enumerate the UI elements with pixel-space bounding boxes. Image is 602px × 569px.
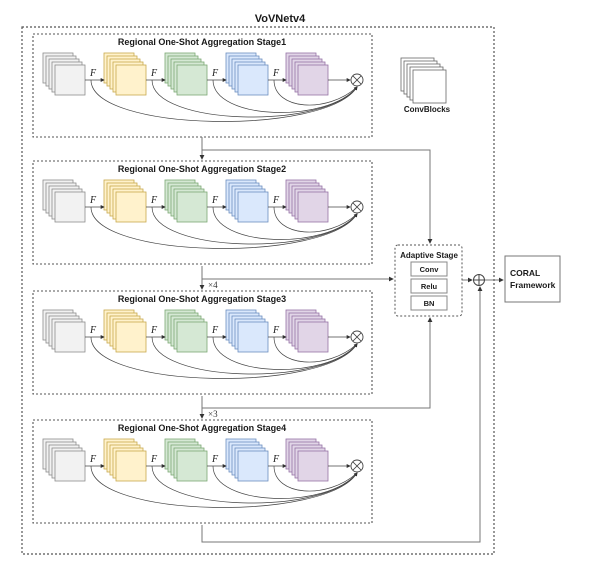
conv-block-5 — [285, 309, 329, 353]
feature-label-f: F — [211, 68, 219, 79]
conv-block-3 — [164, 52, 208, 96]
conv-block-4 — [225, 52, 269, 96]
aggregation-node-icon — [350, 330, 364, 344]
svg-text:Relu: Relu — [421, 282, 438, 291]
feature-label-f: F — [150, 325, 158, 336]
conv-block-4 — [225, 309, 269, 353]
stage-title: Regional One-Shot Aggregation Stage1 — [118, 37, 286, 47]
aggregation-node-icon — [350, 459, 364, 473]
repeat-label-x3: ×3 — [208, 409, 218, 419]
adaptive-stage-box — [394, 244, 463, 317]
convblocks-legend — [400, 57, 447, 104]
conv-block-5 — [285, 52, 329, 96]
conv-block-5 — [285, 438, 329, 482]
conv-block-4 — [225, 438, 269, 482]
feature-label-f: F — [150, 195, 158, 206]
feature-label-f: F — [272, 325, 280, 336]
feature-label-f: F — [89, 68, 97, 79]
feature-label-f: F — [211, 195, 219, 206]
conv-block-2 — [103, 179, 147, 223]
sum-node-icon — [473, 274, 485, 286]
conv-block-1 — [42, 179, 86, 223]
conv-block-4 — [225, 179, 269, 223]
stage-box — [32, 33, 373, 138]
coral-label-line2: Framework — [510, 280, 556, 290]
feature-label-f: F — [272, 68, 280, 79]
stage-title: Regional One-Shot Aggregation Stage3 — [118, 294, 286, 304]
conv-block-1 — [42, 309, 86, 353]
conv-block-5 — [285, 179, 329, 223]
feature-label-f: F — [150, 68, 158, 79]
adaptive-layer-relu: Relu — [410, 278, 448, 294]
vovnet-container — [21, 26, 495, 555]
feature-label-f: F — [89, 195, 97, 206]
stage-box — [32, 160, 373, 265]
coral-label-line1: CORAL — [510, 268, 540, 278]
stage-box — [32, 419, 373, 524]
stage-title: Regional One-Shot Aggregation Stage2 — [118, 164, 286, 174]
feature-label-f: F — [272, 195, 280, 206]
feature-label-f: F — [272, 454, 280, 465]
svg-text:BN: BN — [424, 299, 435, 308]
connectors — [199, 137, 504, 543]
conv-block-3 — [164, 438, 208, 482]
convblock-legend-icon — [400, 57, 447, 104]
convblocks-label: ConvBlocks — [404, 105, 451, 114]
aggregation-node-icon — [350, 73, 364, 87]
vovnet-title: VoVNetv4 — [255, 13, 306, 25]
conv-block-2 — [103, 309, 147, 353]
conv-block-2 — [103, 52, 147, 96]
conv-block-1 — [42, 52, 86, 96]
adaptive-layer-bn: BN — [410, 295, 448, 311]
feature-label-f: F — [150, 454, 158, 465]
conv-block-3 — [164, 179, 208, 223]
feature-label-f: F — [89, 325, 97, 336]
feature-label-f: F — [211, 454, 219, 465]
aggregation-node-icon — [350, 200, 364, 214]
feature-label-f: F — [89, 454, 97, 465]
adaptive-layer-conv: Conv — [410, 261, 448, 277]
conv-block-3 — [164, 309, 208, 353]
conv-block-1 — [42, 438, 86, 482]
stage-box — [32, 290, 373, 395]
conv-block-2 — [103, 438, 147, 482]
coral-framework-box — [504, 255, 561, 303]
repeat-label-x4: ×4 — [208, 280, 218, 290]
feature-label-f: F — [211, 325, 219, 336]
svg-text:Conv: Conv — [420, 265, 440, 274]
adaptive-stage-title: Adaptive Stage — [400, 251, 458, 260]
stage-title: Regional One-Shot Aggregation Stage4 — [118, 423, 286, 433]
